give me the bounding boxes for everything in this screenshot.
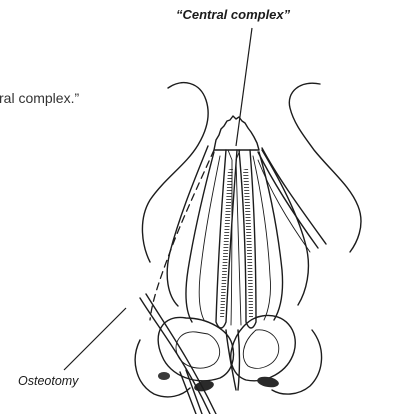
osteotomy-dashed-line	[150, 150, 214, 320]
left-nasal-sidewall	[167, 146, 208, 306]
osteotomy-leader-line	[64, 308, 126, 370]
left-nostril-hatch-spot	[158, 372, 170, 380]
partial-caption-text: ral complex.”	[0, 91, 79, 105]
right-tip-lobule-inner	[243, 330, 278, 369]
right-nostril	[256, 375, 279, 389]
osteotomy-label: Osteotomy	[18, 375, 78, 388]
right-instrument-line-3	[258, 160, 310, 252]
right-instrument-line-1	[258, 152, 318, 248]
right-alar-base	[272, 330, 322, 394]
left-alar-base	[135, 340, 190, 397]
central-complex-label: “Central complex”	[176, 8, 290, 21]
left-lateral-bone-segment	[186, 152, 214, 322]
right-instrument-line-2	[262, 148, 326, 244]
central-complex-leader-line	[236, 28, 252, 146]
right-tip-lobule	[231, 315, 296, 380]
